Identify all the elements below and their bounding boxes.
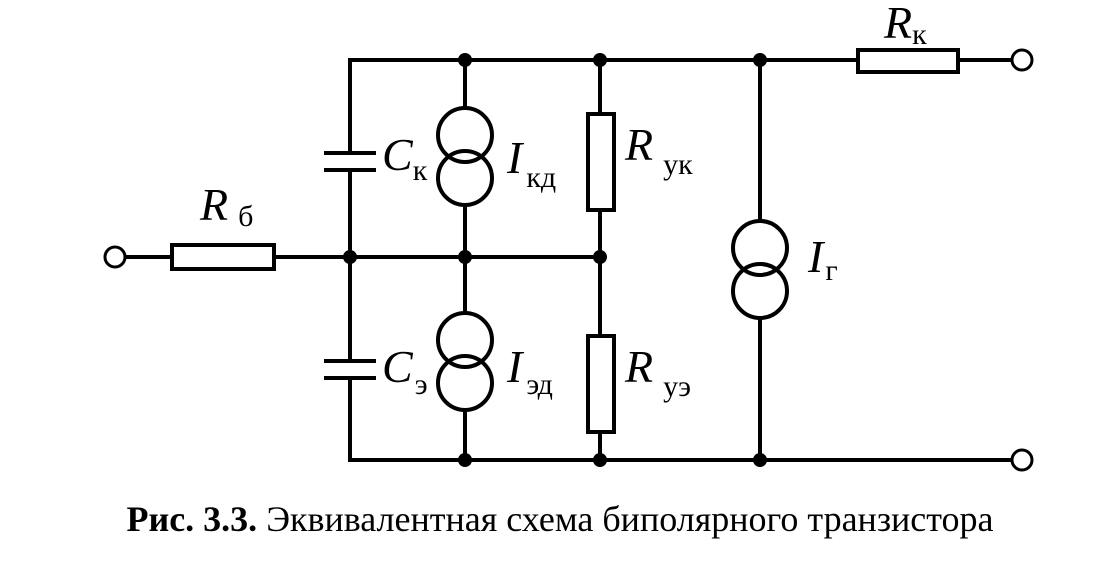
terminal-emitter (1010, 448, 1034, 472)
label-c-collector: Cк (382, 129, 428, 187)
terminal-base (103, 245, 127, 269)
label-i-generator: Iг (807, 231, 838, 287)
current-source-i-collector-diode (436, 106, 494, 207)
capacitor-c-collector (324, 151, 376, 172)
label-r-collector: Rк (883, 0, 927, 51)
figure-number: Рис. 3.3. (126, 499, 258, 539)
resistor-r-leak-collector (586, 112, 616, 212)
resistor-r-base (170, 243, 276, 271)
figure-caption: Рис. 3.3. Эквивалентная схема биполярног… (0, 498, 1120, 540)
junction-dots (343, 53, 767, 467)
current-source-i-emitter-diode (436, 311, 494, 412)
resistor-r-collector (856, 48, 960, 74)
resistor-r-leak-emitter (586, 334, 616, 434)
figure-title: Эквивалентная схема биполярного транзист… (266, 499, 994, 539)
current-source-i-generator (731, 219, 789, 320)
label-c-emitter: Cэ (382, 341, 428, 401)
terminal-collector (1010, 48, 1034, 72)
capacitor-c-emitter (324, 359, 376, 380)
